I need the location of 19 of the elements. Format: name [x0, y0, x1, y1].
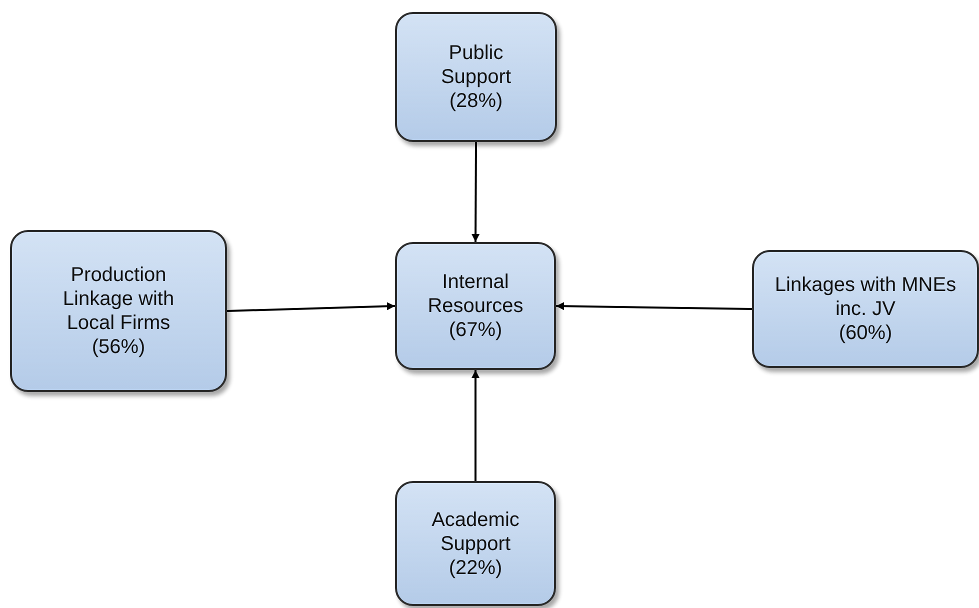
arrow	[226, 302, 396, 312]
node-text: Academic Support	[430, 508, 520, 556]
node-text: (56%)	[92, 335, 146, 359]
arrow	[556, 302, 752, 310]
process-box	[395, 481, 556, 606]
node-text: Production Linkage with Local Firms	[62, 263, 176, 335]
node-text: Internal Resources	[426, 270, 524, 318]
process-box	[752, 250, 979, 368]
arrow	[472, 142, 480, 242]
node-text: (22%)	[448, 556, 502, 580]
node-text: (60%)	[838, 321, 892, 345]
node-text: Public Support	[440, 41, 512, 89]
process-box	[10, 230, 227, 392]
node-text: (28%)	[449, 89, 503, 113]
node-text: (67%)	[448, 318, 502, 342]
node-text: Linkages with MNEs inc. JV	[774, 273, 958, 321]
process-box	[395, 242, 556, 370]
process-box	[395, 12, 557, 142]
arrow	[472, 370, 480, 481]
